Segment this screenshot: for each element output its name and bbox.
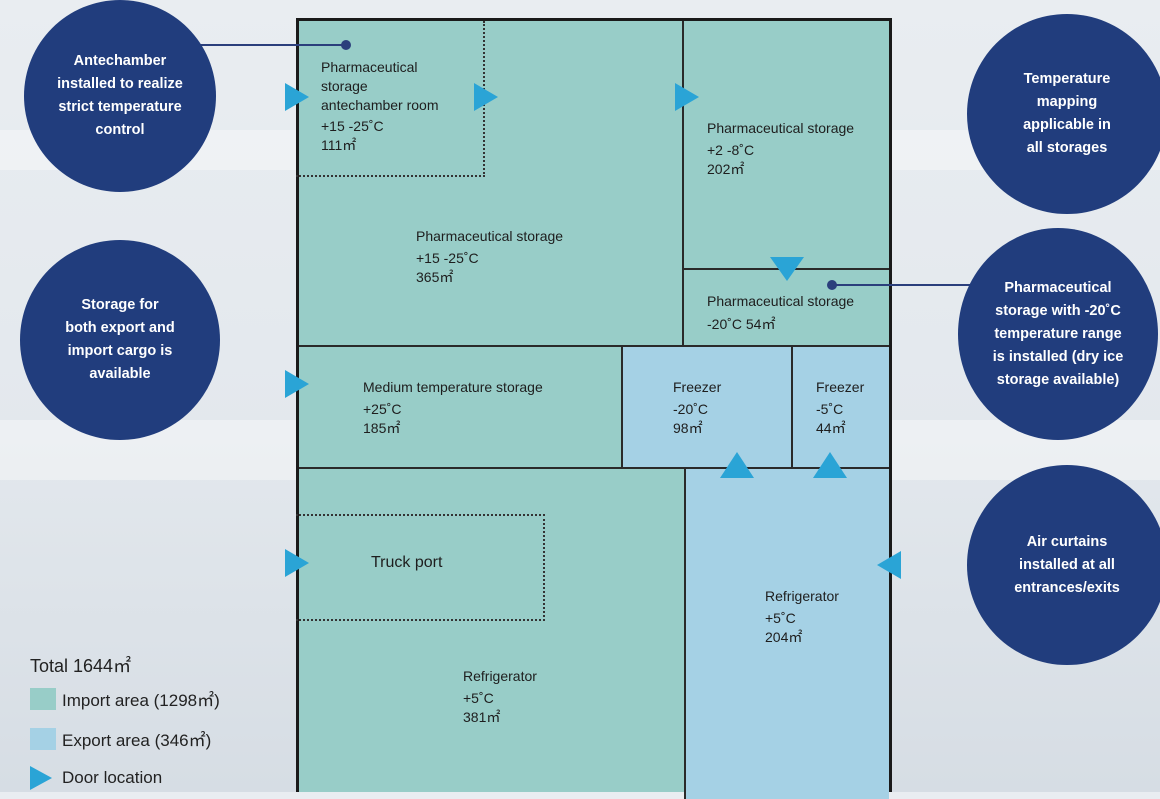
antechamber-temp: +15 -25˚C [321, 118, 384, 134]
callout-mapping-line2: mapping [1036, 94, 1098, 110]
freezer2-temp: -5˚C [816, 401, 844, 417]
truck-port-label: Truck port [371, 553, 442, 572]
wall [299, 467, 889, 469]
main-storage-temp: +15 -25˚C [416, 250, 479, 266]
antechamber-name-line2: storage [321, 78, 368, 94]
callout-export-import-line4: available [89, 366, 151, 382]
callout-air-line1: Air curtains [1026, 533, 1108, 550]
callout-antechamber: Antechamber installed to realize strict … [24, 0, 216, 192]
callout-air-curtains: Air curtains installed at all entrances/… [967, 465, 1160, 665]
truck-port-name: Truck port [371, 554, 443, 571]
legend-export: Export area (346㎡) [30, 726, 211, 751]
antechamber-name-line3: antechamber room [321, 97, 439, 113]
callout-air-line3: entrances/exits [1014, 579, 1120, 596]
freezer1-name: Freezer [673, 379, 722, 395]
export-swatch [30, 727, 56, 750]
door-icon [720, 452, 754, 478]
import-swatch [30, 687, 56, 710]
freezer1-temp: -20˚C [673, 401, 709, 417]
callout-export-import-line2: both export and [65, 320, 175, 336]
callout-minus20: Pharmaceutical storage with -20˚C temper… [958, 228, 1158, 440]
medium-storage-temp: +25˚C [363, 401, 402, 417]
export-refrigerator-label: Refrigerator +5˚C 204㎡ [765, 587, 839, 647]
wall [299, 345, 889, 347]
callout-antechamber-line3: strict temperature [58, 99, 182, 115]
callout-mapping-line4: all storages [1026, 140, 1108, 156]
door-icon [813, 452, 847, 478]
export-refrigerator-name: Refrigerator [765, 588, 839, 604]
import-refrigerator-name: Refrigerator [463, 668, 537, 684]
antechamber-label: Pharmaceutical storage antechamber room … [321, 58, 439, 155]
import-refrigerator-temp: +5˚C [463, 690, 494, 706]
minus20-storage-name: Pharmaceutical storage [707, 293, 855, 309]
callout-minus20-line3: temperature range [994, 325, 1122, 342]
door-icon [285, 370, 309, 398]
cold-storage-label: Pharmaceutical storage +2 -8˚C 202㎡ [707, 119, 854, 179]
door-icon [877, 551, 901, 579]
cold-storage-name: Pharmaceutical storage [707, 120, 855, 136]
main-storage-label: Pharmaceutical storage +15 -25˚C 365㎡ [416, 227, 563, 287]
wall [682, 21, 684, 346]
door-icon [474, 83, 498, 111]
callout-air-line2: installed at all [1019, 556, 1115, 573]
callout-antechamber-line2: installed to realize [57, 76, 183, 92]
callout-antechamber-line1: Antechamber [73, 53, 167, 69]
callout-minus20-line4: is installed (dry ice [992, 348, 1124, 365]
door-icon [285, 549, 309, 577]
antechamber-name-line1: Pharmaceutical [321, 59, 418, 75]
wall [791, 346, 793, 469]
callout-minus20-line5: storage available) [996, 371, 1120, 388]
freezer-room-1 [622, 346, 792, 469]
callout-antechamber-line4: control [95, 122, 145, 138]
callout-temperature-mapping: Temperature mapping applicable in all st… [967, 14, 1160, 214]
legend-import-label: Import area (1298㎡) [62, 691, 220, 710]
medium-storage-label: Medium temperature storage +25˚C 185㎡ [363, 378, 543, 438]
callout-minus20-line1: Pharmaceutical [1004, 279, 1112, 296]
callout-minus20-line2: storage with -20˚C [995, 302, 1121, 319]
cold-storage-area: 202㎡ [707, 161, 745, 177]
callout-export-import: Storage for both export and import cargo… [20, 240, 220, 440]
minus20-storage-temp: -20˚C 54㎡ [707, 316, 776, 332]
medium-storage-area: 185㎡ [363, 420, 401, 436]
import-refrigerator-label: Refrigerator +5˚C 381㎡ [463, 667, 537, 727]
minus20-connector-dot [827, 280, 837, 290]
door-icon [285, 83, 309, 111]
freezer1-label: Freezer -20˚C 98㎡ [673, 378, 721, 438]
legend-door-label: Door location [62, 768, 163, 787]
antechamber-connector-dot [341, 40, 351, 50]
legend-export-label: Export area (346㎡) [62, 731, 212, 750]
door-legend-icon [30, 766, 52, 790]
freezer2-label: Freezer -5˚C 44㎡ [816, 378, 864, 438]
door-icon [675, 83, 699, 111]
wall [684, 469, 686, 799]
floor-plan [296, 18, 892, 799]
freezer-room-2 [792, 346, 889, 469]
minus20-storage-label: Pharmaceutical storage -20˚C 54㎡ [707, 292, 854, 334]
antechamber-connector [175, 44, 345, 46]
export-refrigerator-room [685, 469, 889, 799]
callout-mapping-line3: applicable in [1023, 117, 1111, 133]
antechamber-area: 111㎡ [321, 137, 357, 153]
door-icon [770, 257, 804, 281]
import-refrigerator-area: 381㎡ [463, 709, 501, 725]
freezer2-name: Freezer [816, 379, 865, 395]
truck-port-area [296, 514, 545, 621]
export-refrigerator-area: 204㎡ [765, 629, 803, 645]
wall [621, 346, 623, 469]
freezer2-area: 44㎡ [816, 420, 846, 436]
callout-mapping-line1: Temperature [1023, 71, 1111, 87]
legend-door: Door location [30, 766, 162, 790]
callout-export-import-line3: import cargo is [67, 343, 173, 359]
main-storage-name: Pharmaceutical storage [416, 228, 564, 244]
callout-export-import-line1: Storage for [81, 297, 159, 313]
medium-storage-name: Medium temperature storage [363, 379, 543, 395]
main-storage-area: 365㎡ [416, 269, 454, 285]
cold-storage-temp: +2 -8˚C [707, 142, 755, 158]
export-refrigerator-temp: +5˚C [765, 610, 796, 626]
minus20-connector [832, 284, 1012, 286]
freezer1-area: 98㎡ [673, 420, 703, 436]
legend-import: Import area (1298㎡) [30, 686, 220, 711]
legend-total: Total 1644㎡ [30, 656, 132, 676]
